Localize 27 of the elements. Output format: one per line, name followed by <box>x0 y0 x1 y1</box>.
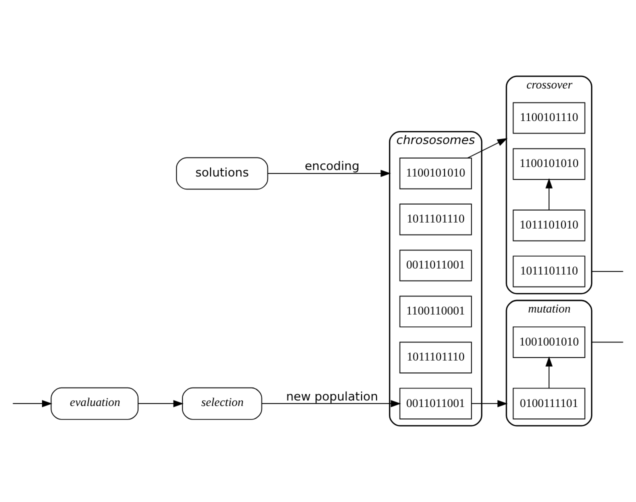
node-box: selection <box>182 387 262 420</box>
connector <box>591 342 624 343</box>
arrow <box>12 400 52 408</box>
node-box: 1100101110 <box>512 102 586 134</box>
node-box: 0011011001 <box>399 388 472 420</box>
node-box: 1100101010 <box>512 148 586 180</box>
node-box: 1011101110 <box>512 256 586 288</box>
node-box: solutions <box>176 157 268 190</box>
node-box: 1001001010 <box>512 326 586 358</box>
arrow <box>261 400 401 408</box>
node-box: 1100110001 <box>399 296 472 328</box>
edge-label: encoding <box>304 159 360 174</box>
node-box: 1011101010 <box>512 210 586 242</box>
arrow <box>545 178 553 210</box>
connector <box>591 271 624 272</box>
node-box: 1011101110 <box>399 204 472 236</box>
node-box: 1011101110 <box>399 342 472 374</box>
node-box: evaluation <box>50 387 139 420</box>
arrow <box>138 400 184 408</box>
arrow <box>467 138 508 158</box>
arrow <box>545 356 553 388</box>
node-box: 1100101010 <box>399 158 472 190</box>
node-box: 0100111101 <box>512 388 586 420</box>
node-box: 0011011001 <box>399 250 472 282</box>
arrow <box>471 400 508 408</box>
edge-label: new population <box>286 389 378 404</box>
arrow <box>267 170 391 177</box>
